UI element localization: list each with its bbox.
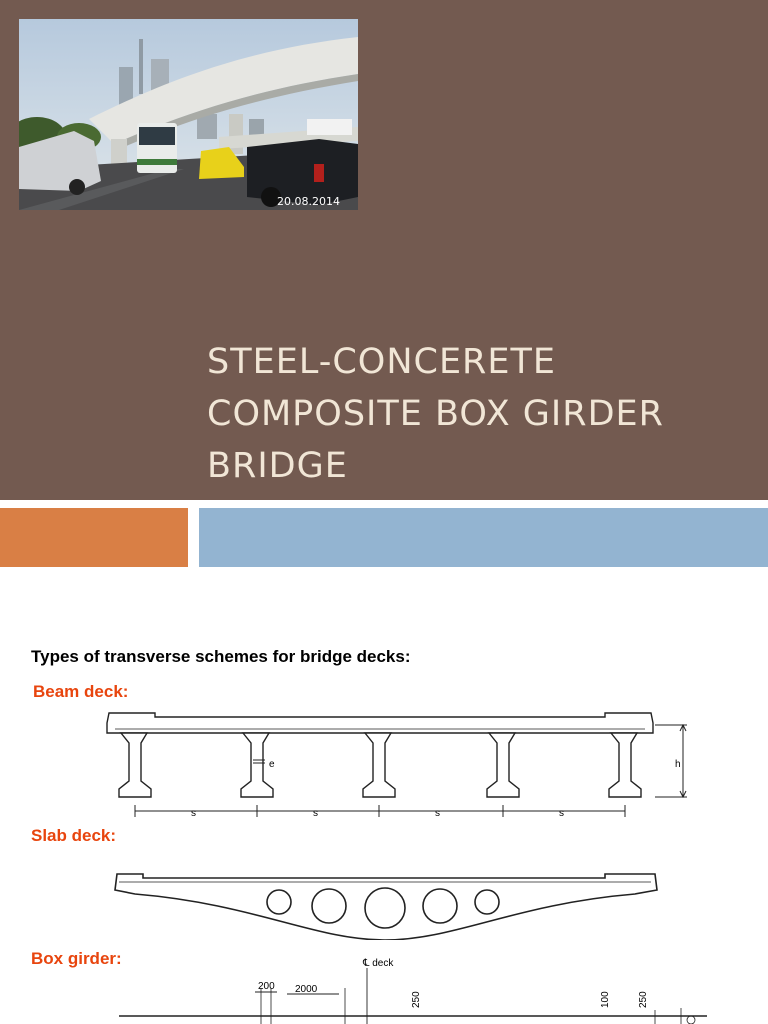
i-beam bbox=[608, 732, 642, 798]
title-slide: 20.08.2014 STEEL-CONCERETE COMPOSITE BOX… bbox=[0, 0, 768, 500]
void bbox=[364, 887, 406, 929]
content-slide: Types of transverse schemes for bridge d… bbox=[0, 567, 768, 1024]
i-beam bbox=[486, 732, 520, 798]
eccentricity-label: e bbox=[269, 759, 275, 770]
dim-label: 250 bbox=[638, 991, 649, 1008]
title-line-1: STEEL-CONCERETE bbox=[207, 342, 556, 382]
beam-deck-label: Beam deck: bbox=[33, 682, 129, 701]
accent-bar-blue bbox=[199, 508, 768, 567]
title-line-2: COMPOSITE BOX GIRDER bbox=[207, 394, 664, 434]
box-girder-label: Box girder: bbox=[31, 949, 122, 968]
photo-date-stamp: 20.08.2014 bbox=[277, 195, 340, 208]
bridge-photo: 20.08.2014 bbox=[19, 19, 358, 210]
void bbox=[266, 889, 292, 915]
title-line-3: BRIDGE bbox=[207, 446, 348, 486]
dim-label: 2000 bbox=[295, 984, 318, 995]
slab-deck-figure bbox=[95, 852, 695, 940]
spacing-label: s bbox=[435, 808, 440, 819]
accent-bar-orange bbox=[0, 508, 188, 567]
void bbox=[311, 888, 347, 924]
spacing-label: s bbox=[313, 808, 318, 819]
dim-label: 200 bbox=[258, 981, 275, 992]
i-beam bbox=[118, 732, 152, 798]
dim-label: 250 bbox=[411, 991, 422, 1008]
slide-title: STEEL-CONCERETE COMPOSITE BOX GIRDER BRI… bbox=[207, 336, 747, 492]
slab-deck-label: Slab deck: bbox=[31, 826, 117, 845]
centerline-label: ℄ deck bbox=[362, 958, 394, 969]
box-girder-figure: ℄ deck 200 2000 250 100 250 bbox=[95, 952, 715, 1024]
divider-band bbox=[0, 500, 768, 508]
void bbox=[422, 888, 458, 924]
height-label: h bbox=[675, 759, 681, 770]
spacing-label: s bbox=[559, 808, 564, 819]
beam-deck-figure: e h s s s s bbox=[95, 685, 695, 827]
slide-heading: Types of transverse schemes for bridge d… bbox=[31, 647, 411, 666]
i-beam bbox=[240, 732, 274, 798]
i-beam bbox=[362, 732, 396, 798]
dim-label: 100 bbox=[600, 991, 611, 1008]
spacing-label: s bbox=[191, 808, 196, 819]
void bbox=[474, 889, 500, 915]
